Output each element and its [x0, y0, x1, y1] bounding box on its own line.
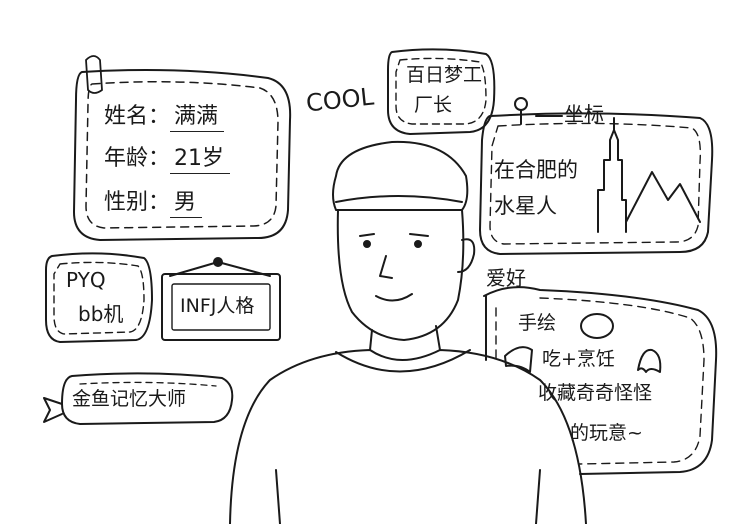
pyq-box-frame: [45, 252, 153, 343]
name-label: 姓名：: [104, 104, 171, 129]
location-line-2: 水星人: [494, 194, 557, 218]
location-label: 坐标: [564, 102, 604, 126]
info-card-frame: [73, 55, 292, 241]
gender-value: 男: [170, 190, 203, 218]
memory-bubble-frame: [43, 372, 234, 425]
hobbies-box-frame: [483, 286, 718, 475]
person-drawing: [229, 140, 587, 524]
title-bubble-frame: [387, 48, 496, 135]
location-line-1: 在合肥的: [494, 158, 578, 182]
torso-outline: [229, 349, 587, 524]
fish-tail-icon: [43, 397, 63, 423]
hobby-item: 的玩意~: [570, 422, 643, 444]
gender-label: 性别：: [104, 190, 171, 215]
location-box-frame: [479, 97, 714, 255]
tower-icon: [597, 129, 627, 233]
memory-text: 金鱼记忆大师: [72, 388, 187, 410]
mbti-frame: [161, 257, 281, 341]
title-line-1: 百日梦工: [406, 64, 483, 86]
pin-icon: [514, 97, 528, 111]
pyq-line-2: bb机: [78, 302, 124, 326]
hobby-item: 吃+烹饪: [542, 348, 615, 370]
beanie-hat: [332, 140, 469, 211]
game-controller-icon: [504, 346, 533, 373]
age-row: 年龄：21岁: [104, 146, 231, 174]
mbti-text: INFJ人格: [180, 295, 255, 317]
hobbies-label: 爱好: [486, 266, 526, 290]
name-row: 姓名：满满: [104, 104, 225, 132]
gender-row: 性别：男: [104, 190, 203, 218]
title-line-2: 厂长: [414, 94, 453, 116]
age-value: 21岁: [170, 146, 231, 174]
cool-text: COOL: [304, 82, 376, 118]
paperclip-icon: [85, 55, 103, 94]
name-value: 满满: [170, 104, 225, 132]
ghost-icon: [637, 348, 662, 373]
mountains-icon: [625, 171, 701, 223]
blob-face-icon: [580, 313, 614, 339]
face-outline: [336, 209, 465, 341]
hobby-item: 手绘: [518, 312, 557, 334]
hobby-item: 收藏奇奇怪怪: [538, 382, 653, 404]
age-label: 年龄：: [104, 146, 171, 171]
pyq-line-1: PYQ: [66, 268, 106, 292]
